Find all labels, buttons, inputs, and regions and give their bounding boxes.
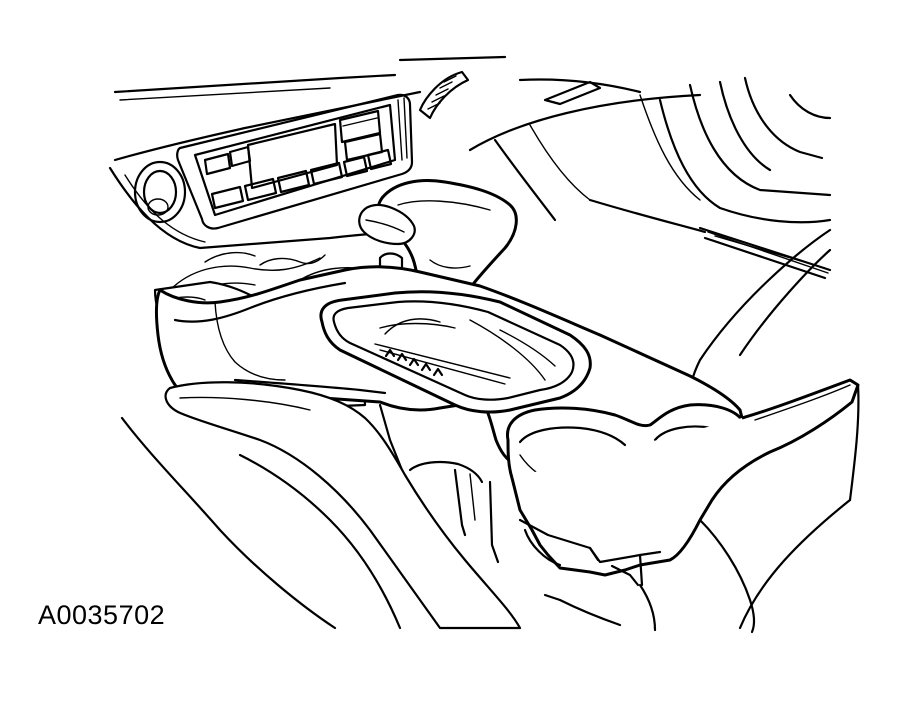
floor-mat (688, 226, 832, 412)
passenger-seat (543, 383, 860, 634)
driver-seat (120, 381, 522, 630)
console-right-wall (510, 378, 860, 587)
dashboard-upper-lines (113, 55, 702, 152)
door-panel (639, 76, 832, 224)
hazard-button (133, 160, 187, 224)
air-vent (418, 70, 470, 120)
figure-id-label: A0035702 (38, 600, 166, 630)
climate-control-panel (176, 93, 414, 230)
